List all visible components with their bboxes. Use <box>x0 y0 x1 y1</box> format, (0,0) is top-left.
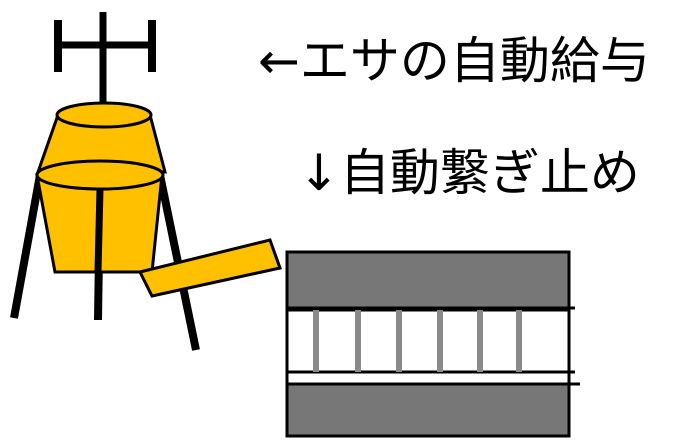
stanchion-bar <box>355 310 361 372</box>
stanchion-bars <box>313 310 522 372</box>
feeder-label: ←エサの自動給与 <box>258 32 650 90</box>
feeder-handle <box>54 12 156 112</box>
stanchion-bar <box>437 310 443 372</box>
stanchion-bar <box>396 310 402 372</box>
stall-opening <box>285 308 571 374</box>
feed-chute <box>137 238 282 298</box>
tie-stall-unit <box>285 250 580 438</box>
stall-top-panel <box>285 250 571 312</box>
feeder-hopper-lower <box>35 159 165 274</box>
tie-stall-label: ↓自動繋ぎ止め <box>298 144 640 202</box>
stanchion-bar <box>477 310 483 372</box>
stanchion-bar <box>313 310 319 372</box>
stanchion-bar <box>516 310 522 372</box>
stall-bottom-panel <box>285 382 571 438</box>
feeder-hopper-upper <box>35 101 167 174</box>
